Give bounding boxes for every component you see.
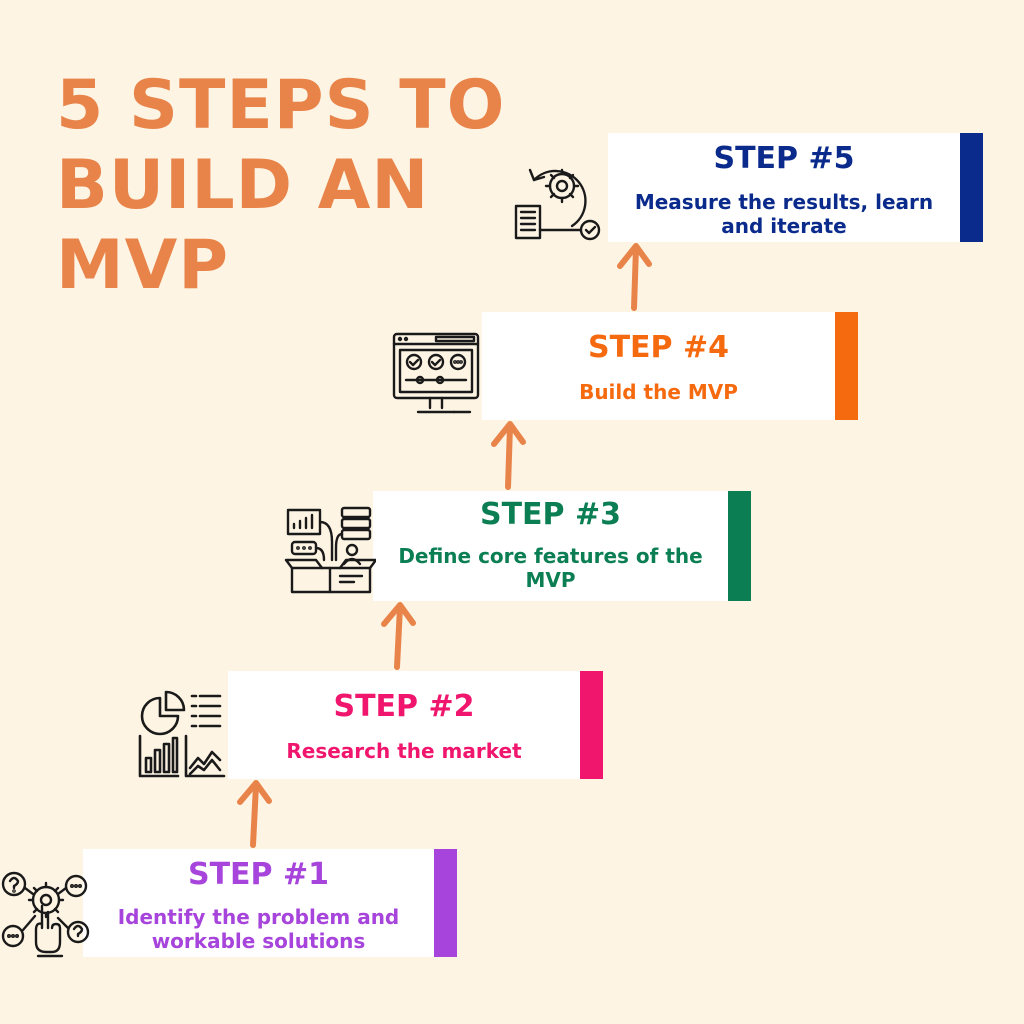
step-card-1: STEP #1 Identify the problem and workabl… xyxy=(83,849,457,957)
step-accent-bar xyxy=(835,312,858,420)
title-line-1: 5 STEPS TO xyxy=(56,66,506,145)
step-description: Research the market xyxy=(286,739,522,763)
arrow-step4-to-step5 xyxy=(617,243,652,311)
step-heading: STEP #5 xyxy=(713,141,855,176)
step-description: Define core features of the MVP xyxy=(398,544,703,592)
iterate-cycle-icon xyxy=(514,168,601,241)
step-card-2: STEP #2 Research the market xyxy=(228,671,603,779)
arrow-step2-to-step3 xyxy=(381,602,416,670)
title-line-3: MVP xyxy=(56,226,230,305)
step-description: Measure the results, learn and iterate xyxy=(634,190,934,238)
features-box-icon xyxy=(284,506,376,594)
step-accent-bar xyxy=(580,671,603,779)
step-accent-bar xyxy=(728,491,751,601)
step-heading: STEP #4 xyxy=(587,330,729,365)
step-description: Identify the problem and workable soluti… xyxy=(117,905,400,953)
step-heading: STEP #1 xyxy=(187,857,329,892)
page-title: 5 STEPS TO BUILD AN MVP xyxy=(56,66,526,306)
step-heading: STEP #2 xyxy=(333,689,475,724)
step-accent-bar xyxy=(434,849,457,957)
step-card-5: STEP #5 Measure the results, learn and i… xyxy=(608,133,983,242)
step-card-4: STEP #4 Build the MVP xyxy=(482,312,858,420)
analytics-charts-icon xyxy=(138,690,226,778)
idea-hand-gear-icon xyxy=(1,871,90,958)
arrow-step1-to-step2 xyxy=(237,780,272,848)
step-accent-bar xyxy=(960,133,983,242)
step-heading: STEP #3 xyxy=(479,497,621,532)
title-line-2: BUILD AN xyxy=(56,146,430,225)
step-description: Build the MVP xyxy=(579,380,738,404)
step-card-3: STEP #3 Define core features of the MVP xyxy=(373,491,751,601)
arrow-step3-to-step4 xyxy=(491,421,526,490)
monitor-build-icon xyxy=(392,332,480,414)
